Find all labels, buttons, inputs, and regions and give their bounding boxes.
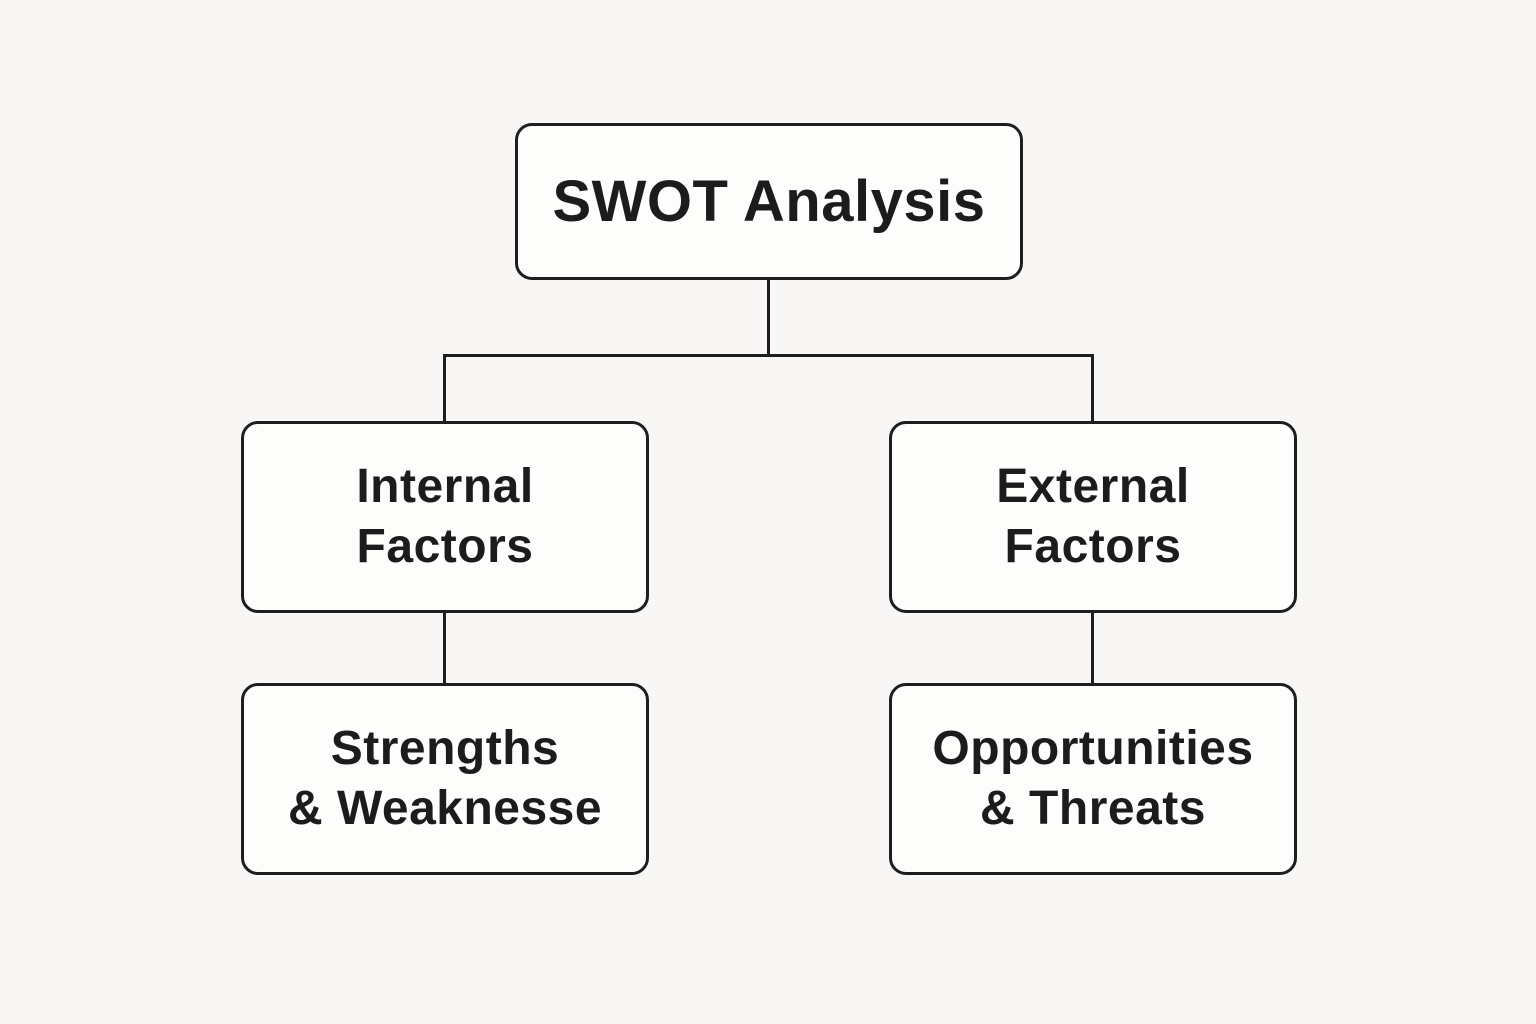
node-opportunities-threats-line1: Opportunities <box>932 722 1254 775</box>
connector-root-stem <box>767 278 770 357</box>
connector-crossbar <box>443 354 1094 357</box>
node-internal-factors: Internal Factors <box>241 421 649 613</box>
node-opportunities-threats-label: Opportunities & Threats <box>932 719 1253 839</box>
node-internal-factors-line2: Factors <box>356 520 534 573</box>
node-swot-analysis-label: SWOT Analysis <box>552 168 985 235</box>
connector-external-to-opportunities <box>1091 611 1094 685</box>
node-strengths-weaknesses-line2: & Weaknesse <box>287 782 603 835</box>
node-strengths-weaknesses-label: Strengths & Weaknesse <box>288 719 602 839</box>
node-internal-factors-line1: Internal <box>356 460 534 513</box>
connector-root-to-external <box>1091 354 1094 423</box>
connector-root-to-internal <box>443 354 446 423</box>
node-strengths-weaknesses-line1: Strengths <box>330 722 560 775</box>
node-swot-analysis: SWOT Analysis <box>515 123 1023 280</box>
node-opportunities-threats-line2: & Threats <box>980 782 1206 835</box>
node-strengths-weaknesses: Strengths & Weaknesse <box>241 683 649 875</box>
node-opportunities-threats: Opportunities & Threats <box>889 683 1297 875</box>
node-external-factors-label: External Factors <box>996 457 1189 577</box>
node-external-factors-line2: Factors <box>1004 520 1182 573</box>
connector-internal-to-strengths <box>443 611 446 685</box>
node-external-factors-line1: External <box>996 460 1190 513</box>
node-external-factors: External Factors <box>889 421 1297 613</box>
node-internal-factors-label: Internal Factors <box>356 457 533 577</box>
node-swot-analysis-text: SWOT Analysis <box>552 169 986 234</box>
